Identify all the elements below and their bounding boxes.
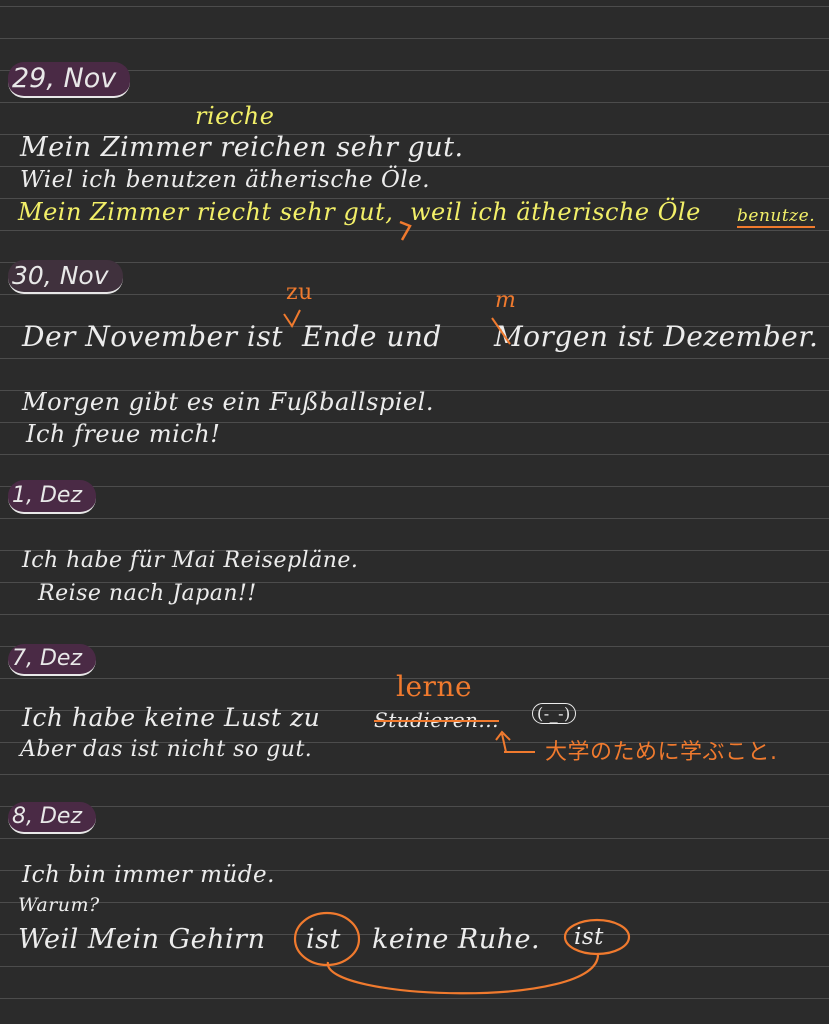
comma-mark bbox=[399, 220, 412, 241]
circled-word: ist bbox=[306, 924, 341, 955]
text-line: Weil Mein Gehirn bbox=[18, 924, 266, 955]
text-line: Reise nach Japan!! bbox=[38, 581, 257, 606]
text-line: Ich habe für Mai Reisepläne. bbox=[22, 548, 359, 573]
corrected-line-part: Mein Zimmer riecht sehr gut, bbox=[18, 198, 394, 226]
corrected-line-part: benutze. bbox=[737, 206, 816, 228]
entry-date: 8, Dez bbox=[8, 802, 97, 834]
correction-word: rieche bbox=[195, 102, 275, 130]
text-line: Warum? bbox=[18, 894, 100, 916]
text-line: Ich freue mich! bbox=[26, 420, 221, 448]
insertion-mark: zu bbox=[286, 280, 313, 305]
insertion-mark: m bbox=[495, 288, 517, 313]
circled-word: ist bbox=[574, 924, 604, 950]
text-line: Der November ist bbox=[22, 320, 283, 353]
text-line: Aber das ist nicht so gut. bbox=[20, 737, 313, 762]
text-line: Ich habe keine Lust zu bbox=[22, 703, 321, 732]
entry-date: 1, Dez bbox=[8, 480, 97, 514]
correction-word: lerne bbox=[396, 670, 473, 703]
face-doodle: (-_-) bbox=[532, 703, 576, 724]
caret-mark bbox=[283, 309, 301, 328]
entry-date: 29, Nov bbox=[8, 62, 131, 98]
text-line: Ich bin immer müde. bbox=[22, 862, 275, 888]
corrected-line-part: weil ich ätherische Öle bbox=[410, 198, 701, 226]
text-line: keine Ruhe. bbox=[372, 924, 541, 955]
text-line: Mein Zimmer reichen sehr gut. bbox=[20, 132, 464, 163]
connector-curve bbox=[326, 953, 600, 995]
japanese-note: 大学のために学ぶこと. bbox=[545, 740, 778, 765]
entry-date: 30, Nov bbox=[8, 260, 123, 294]
arrow-icon bbox=[495, 730, 535, 753]
text-line: Morgen ist Dezember. bbox=[494, 320, 819, 353]
struck-word: Studieren... bbox=[374, 708, 500, 732]
text-line: Wiel ich benutzen ätherische Öle. bbox=[20, 167, 431, 193]
text-line: Ende und bbox=[302, 320, 442, 353]
text-line: Morgen gibt es ein Fußballspiel. bbox=[22, 388, 434, 416]
entry-date: 7, Dez bbox=[8, 644, 97, 676]
